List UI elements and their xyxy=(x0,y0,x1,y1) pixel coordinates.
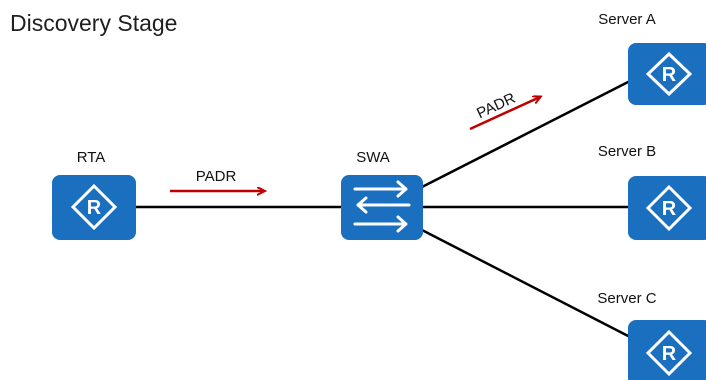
padr-label-1: PADR xyxy=(196,168,237,185)
router-r-glyph: R xyxy=(662,343,677,365)
padr-arrow-2 xyxy=(469,97,540,131)
router-icon xyxy=(628,320,706,380)
switch-arrow-left xyxy=(356,196,411,214)
router-server-b: R Server B xyxy=(598,143,706,240)
switch-icon xyxy=(341,175,423,240)
switch-arrow-right-1 xyxy=(353,180,408,198)
server-b-label: Server B xyxy=(598,143,656,160)
router-r-glyph: R xyxy=(87,197,102,219)
router-server-a: R Server A xyxy=(598,11,706,105)
router-icon xyxy=(628,43,706,105)
router-diamond xyxy=(70,183,118,231)
switch-swa: SWA xyxy=(341,149,423,240)
router-rta: R RTA xyxy=(52,149,136,240)
server-a-label: Server A xyxy=(598,11,656,28)
router-icon xyxy=(628,176,706,240)
switch-arrow-right-2 xyxy=(353,215,408,233)
swa-label: SWA xyxy=(356,149,390,166)
link-swa-server-c xyxy=(419,227,633,340)
router-r-glyph: R xyxy=(662,64,677,86)
server-c-label: Server C xyxy=(597,290,656,307)
message-padr-swa-server-a: PADR xyxy=(469,90,540,131)
diagram-title: Discovery Stage xyxy=(10,10,178,36)
router-diamond xyxy=(645,329,693,377)
rta-label: RTA xyxy=(77,149,106,166)
message-padr-rta-swa: PADR xyxy=(170,168,264,191)
links xyxy=(136,78,633,340)
router-icon xyxy=(52,175,136,240)
router-diamond xyxy=(645,51,693,97)
router-server-c: R Server C xyxy=(597,290,706,380)
router-r-glyph: R xyxy=(662,198,677,220)
router-diamond xyxy=(645,184,693,232)
link-swa-server-a xyxy=(419,78,633,190)
